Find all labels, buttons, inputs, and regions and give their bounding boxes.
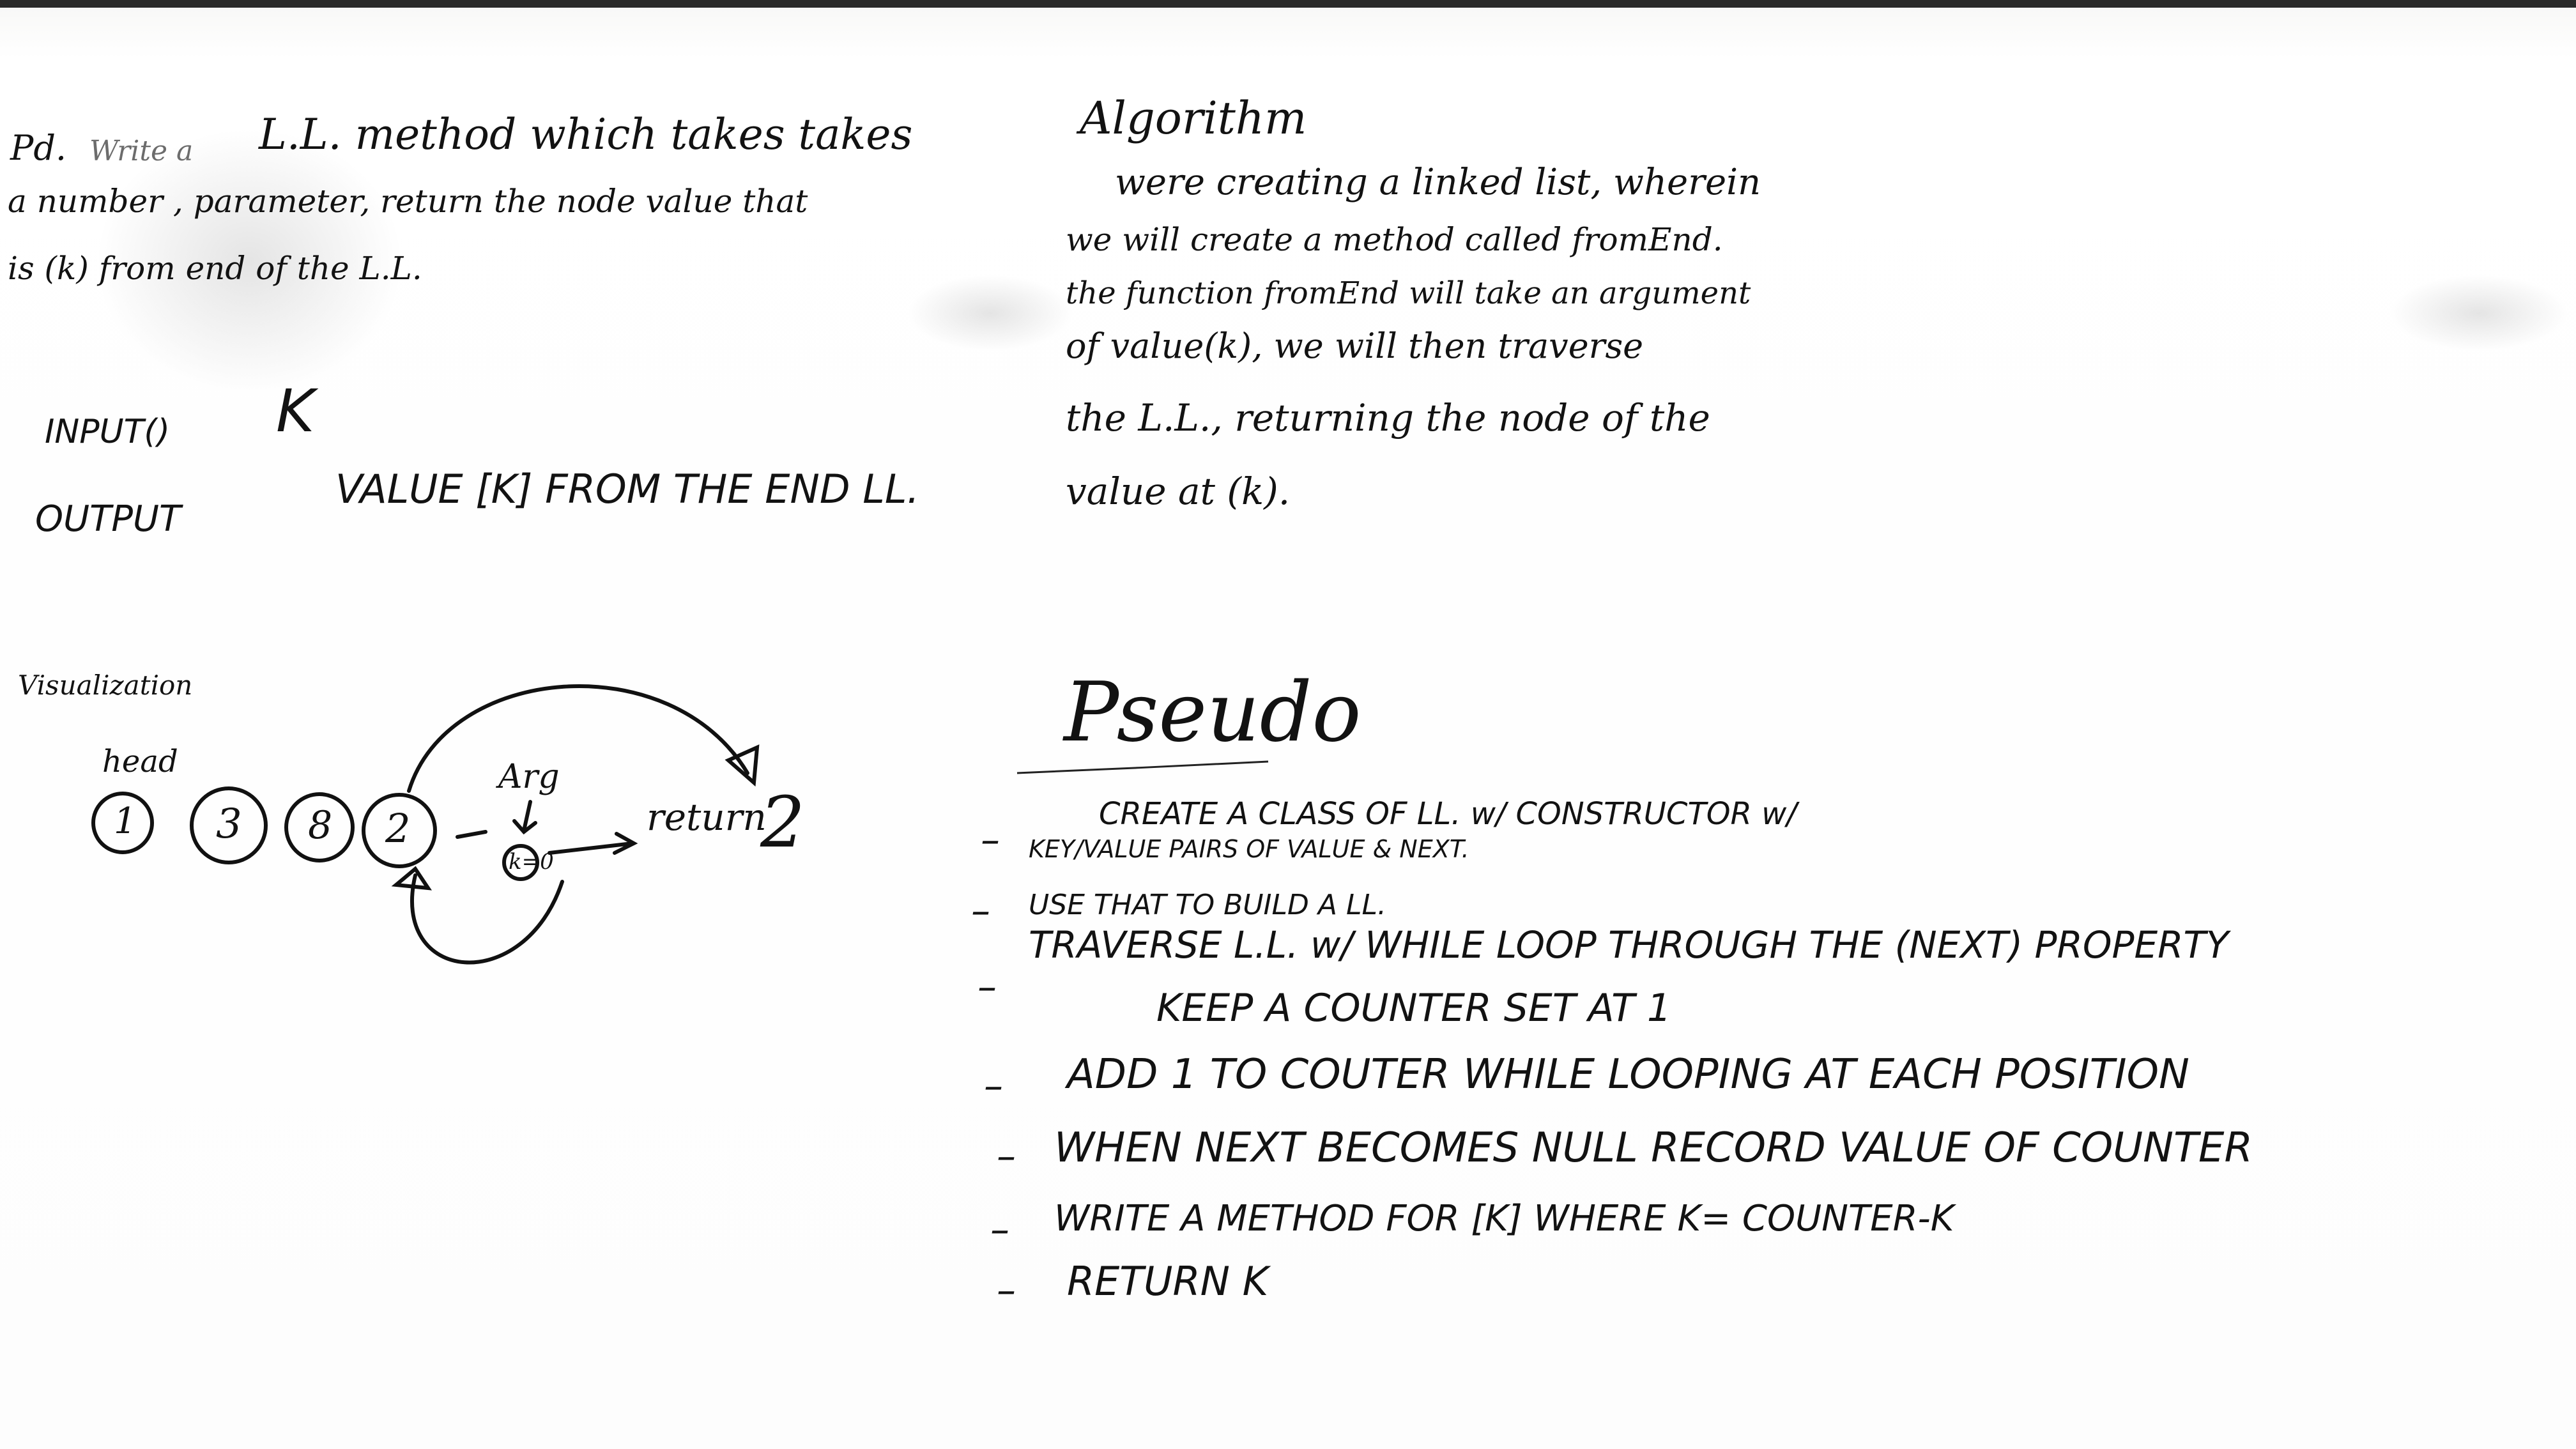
problem-line1: L.L. method which takes takes xyxy=(259,110,913,159)
problem-line3: is (k) from end of the L.L. xyxy=(8,250,422,287)
node-to-k-arrow xyxy=(456,830,487,839)
pseudo-line: WRITE A METHOD FOR [K] WHERE K= COUNTER-… xyxy=(1054,1198,1954,1239)
pseudo-bullet: – xyxy=(997,1134,1016,1179)
algorithm-line: the L.L., returning the node of the xyxy=(1066,396,1710,440)
return-label: return xyxy=(647,795,767,839)
pseudo-line: CREATE A CLASS OF LL. w/ CONSTRUCTOR w/ xyxy=(1099,796,1797,832)
pseudo-heading: Pseudo xyxy=(1064,665,1361,760)
node-value: 1 xyxy=(114,801,137,842)
erased-smudge xyxy=(907,275,1073,351)
algorithm-heading: Algorithm xyxy=(1080,92,1307,144)
visualization-heading: Visualization xyxy=(18,670,193,701)
input-value: K xyxy=(276,377,315,445)
pseudo-line: ADD 1 TO COUTER WHILE LOOPING AT EACH PO… xyxy=(1067,1051,2189,1098)
output-label: OUTPUT xyxy=(35,498,181,540)
pseudo-line: TRAVERSE L.L. w/ WHILE LOOP THROUGH THE … xyxy=(1029,923,2229,967)
algorithm-line: we will create a method called fromEnd. xyxy=(1066,221,1723,258)
return-value: 2 xyxy=(760,781,805,863)
pseudo-line: RETURN K xyxy=(1067,1258,1269,1305)
k-to-return-arrow xyxy=(548,832,638,855)
head-label: head xyxy=(102,744,178,779)
pseudo-bullet: – xyxy=(981,818,1000,862)
node-value: 8 xyxy=(308,803,333,848)
pseudo-bullet: – xyxy=(997,1268,1016,1313)
algorithm-line: the function fromEnd will take an argume… xyxy=(1066,275,1751,311)
photo-top-edge xyxy=(0,0,2576,8)
algorithm-line: were creating a linked list, wherein xyxy=(1115,162,1761,203)
node-value: 3 xyxy=(216,801,242,848)
pseudo-bullet: – xyxy=(990,1208,1009,1252)
pseudo-line: USE THAT TO BUILD A LL. xyxy=(1029,889,1386,921)
pseudo-bullet: – xyxy=(977,965,997,1009)
algorithm-line: value at (k). xyxy=(1066,470,1291,513)
input-label: INPUT() xyxy=(45,413,170,451)
loop-arc xyxy=(410,873,564,965)
arg-arrow xyxy=(512,800,537,835)
arg-label: Arg xyxy=(498,758,560,796)
output-value: VALUE [K] FROM THE END LL. xyxy=(335,466,920,512)
problem-line1-start: Write a xyxy=(89,135,194,167)
pseudo-line: KEY/VALUE PAIRS OF VALUE & NEXT. xyxy=(1029,835,1469,863)
pseudo-line: WHEN NEXT BECOMES NULL RECORD VALUE OF C… xyxy=(1054,1124,2253,1172)
pseudo-line: KEEP A COUNTER SET AT 1 xyxy=(1156,986,1672,1031)
loop-arc-head xyxy=(391,866,433,891)
node-value: 2 xyxy=(385,805,411,852)
k-label: k=0 xyxy=(509,849,554,875)
pseudo-bullet: – xyxy=(984,1064,1003,1108)
return-arc-head xyxy=(724,744,760,787)
algorithm-line: of value(k), we will then traverse xyxy=(1066,326,1644,366)
erased-smudge xyxy=(96,128,402,396)
pseudo-bullet: – xyxy=(971,889,990,933)
problem-label: Pd. xyxy=(10,128,67,168)
return-arc xyxy=(407,684,749,793)
erased-smudge xyxy=(2389,275,2568,351)
problem-line2: a number , parameter, return the node va… xyxy=(8,183,808,220)
